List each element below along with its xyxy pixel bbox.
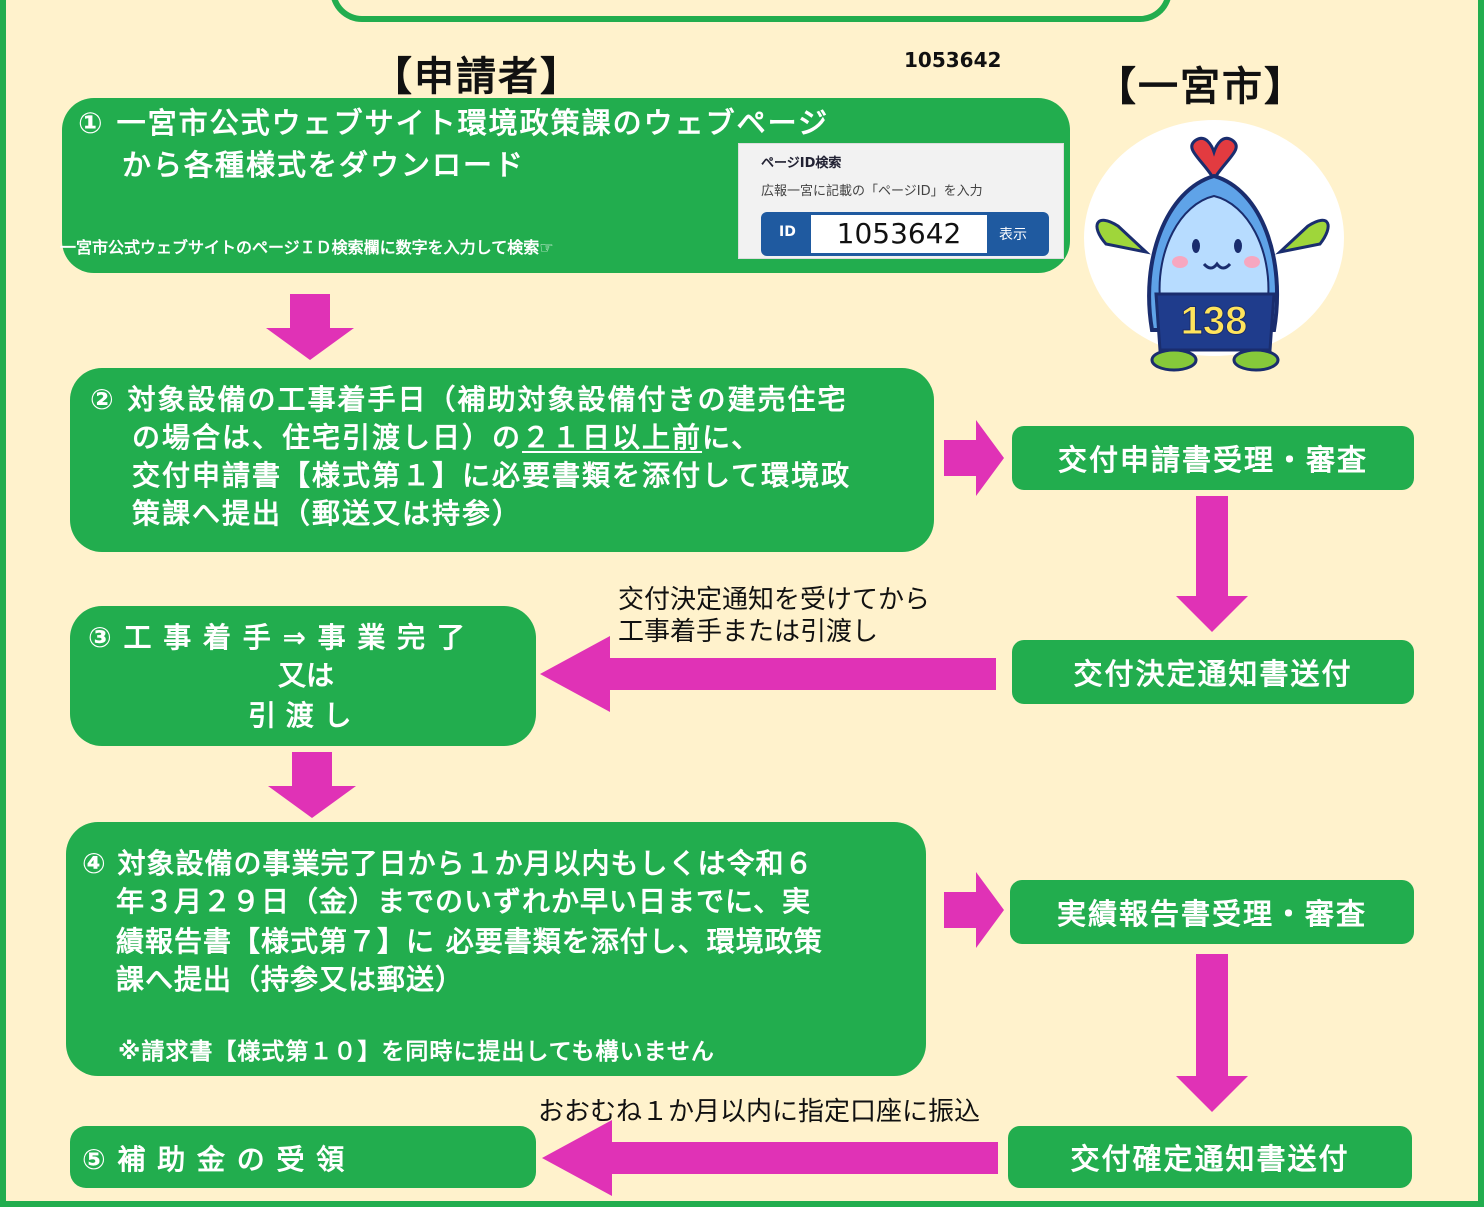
- confirmation-notice-box: 交付確定通知書送付: [1008, 1126, 1412, 1188]
- step4-line1: ④ 対象設備の事業完了日から１か月以内もしくは令和６: [82, 847, 814, 880]
- id-search-row: ID 1053642 表示: [761, 212, 1049, 256]
- step1-line2: から各種様式をダウンロード: [122, 148, 526, 182]
- right-arrow-submit-application: [944, 420, 1004, 496]
- step4-line2: 年３月２９日（金）までのいずれか早い日までに、実: [116, 885, 812, 918]
- step2-line2-end: に、: [702, 421, 762, 454]
- step3-line1: ③ 工 事 着 手 ⇒ 事 業 完 了: [88, 621, 466, 654]
- decision-note-line1: 交付決定通知を受けてから: [618, 585, 931, 615]
- right-arrow-submit-report: [944, 872, 1004, 948]
- down-arrow-review-to-decision: [1176, 496, 1248, 632]
- step4-note: ※請求書【様式第１０】を同時に提出しても構いません: [118, 1039, 715, 1065]
- application-review-box: 交付申請書受理・審査: [1012, 426, 1414, 490]
- id-search-hint: 広報一宮に記載の「ページID」を入力: [761, 184, 983, 199]
- page-id-label: 1053642: [904, 48, 1002, 72]
- mascot-character: 138: [1084, 120, 1344, 372]
- show-button[interactable]: 表示: [999, 227, 1027, 243]
- step2-line3: 交付申請書【様式第１】に必要書類を添付して環境政: [132, 459, 852, 492]
- step2-line2: の場合は、住宅引渡し日）の２１日以上前に、: [132, 416, 761, 456]
- step4-line3: 績報告書【様式第７】に 必要書類を添付し、環境政策: [116, 925, 823, 958]
- down-arrow-1-to-2: [266, 294, 354, 360]
- down-arrow-3-to-4: [268, 752, 356, 818]
- step5-label: ⑤ 補 助 金 の 受 領: [82, 1143, 346, 1176]
- report-review-box: 実績報告書受理・審査: [1010, 880, 1414, 944]
- step2-line4: 策課へ提出（郵送又は持参）: [132, 497, 523, 530]
- step1-line1: ① 一宮市公式ウェブサイト環境政策課のウェブページ: [78, 106, 830, 140]
- step2-line1: ② 対象設備の工事着手日（補助対象設備付きの建売住宅: [90, 383, 848, 416]
- step2-box: ② 対象設備の工事着手日（補助対象設備付きの建売住宅 の場合は、住宅引渡し日）の…: [70, 368, 934, 552]
- step2-deadline: ２１日以上前: [522, 421, 703, 454]
- id-search-title: ページID検索: [761, 156, 842, 171]
- applicant-header: 【申請者】: [372, 54, 582, 100]
- step3-box: ③ 工 事 着 手 ⇒ 事 業 完 了 又は 引 渡 し: [70, 606, 536, 746]
- step4-box: ④ 対象設備の事業完了日から１か月以内もしくは令和６ 年３月２９日（金）までのい…: [66, 822, 926, 1076]
- mascot-number: 138: [1181, 299, 1248, 343]
- step3-line2: 又は: [278, 659, 335, 692]
- decision-notice-box: 交付決定通知書送付: [1012, 640, 1414, 704]
- down-arrow-report-to-confirmation: [1176, 954, 1248, 1112]
- page-id-search-panel: ページID検索 広報一宮に記載の「ページID」を入力 ID 1053642 表示: [738, 143, 1064, 259]
- left-arrow-decision-to-step3: [540, 636, 996, 712]
- decision-note-line2: 工事着手または引渡し: [618, 617, 879, 647]
- city-header: 【一宮市】: [1096, 64, 1306, 110]
- id-label: ID: [779, 224, 796, 240]
- page-id-input[interactable]: 1053642: [811, 215, 987, 253]
- step1-hint: 一宮市公式ウェブサイトのページＩＤ検索欄に数字を入力して検索☞: [60, 238, 554, 257]
- step4-line4: 課へ提出（持参又は郵送）: [116, 963, 465, 996]
- left-arrow-confirmation-to-step5: [542, 1120, 998, 1196]
- step2-line2-start: の場合は、住宅引渡し日）の: [132, 421, 523, 454]
- step3-line3: 引 渡 し: [248, 699, 352, 732]
- step5-box: ⑤ 補 助 金 の 受 領: [70, 1126, 536, 1188]
